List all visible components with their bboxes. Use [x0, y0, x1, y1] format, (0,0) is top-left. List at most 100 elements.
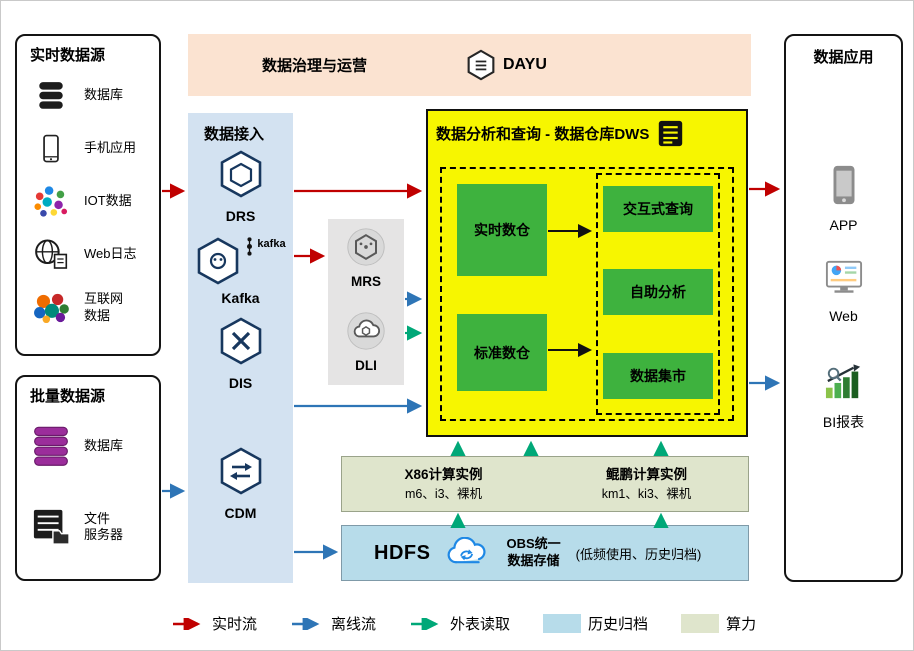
kafka-label: Kafka [221, 290, 260, 306]
realtime-sources-title: 实时数据源 [30, 47, 106, 64]
kafka-logo-text: kafka [257, 238, 286, 250]
legend-label: 外表读取 [450, 616, 511, 633]
hdfs-label: HDFS [374, 541, 431, 564]
file-server-icon [30, 508, 72, 546]
mrs-icon [347, 228, 385, 266]
cdm-label: CDM [224, 505, 257, 521]
dli-item: DLI [328, 311, 404, 373]
app-item: APP [786, 164, 901, 233]
x86-compute-subtitle: m6、i3、裸机 [404, 486, 483, 501]
obs-label-line: 数据存储 [507, 553, 560, 568]
dayu-hexagon-icon [467, 49, 495, 81]
dli-label: DLI [355, 358, 377, 373]
dws-title: 数据分析和查询 - 数据仓库DWS [436, 126, 650, 143]
drs-item: DRS [188, 149, 293, 224]
offline-flow-arrow-icon [292, 617, 320, 630]
legend-label: 历史归档 [588, 616, 649, 633]
obs-label: OBS统一 数据存储 [506, 536, 560, 570]
phone-icon [30, 133, 72, 165]
legend-label: 离线流 [331, 616, 377, 633]
app-label: APP [829, 217, 858, 233]
x86-compute-title: X86计算实例 [404, 467, 483, 483]
data-apps-title: 数据应用 [813, 49, 874, 66]
data-ingest-panel: 数据接入 DRS kafka Kafka DIS CDM [188, 113, 293, 583]
hdfs-obs-bar: HDFS OBS统一 数据存储 (低频使用、历史归档) [341, 525, 749, 581]
legend-item-offline-flow: 离线流 [290, 613, 376, 634]
obs-cloud-icon [448, 537, 486, 564]
data-ingest-title: 数据接入 [204, 126, 265, 143]
compute-swatch [681, 614, 720, 633]
list-item: 文件服务器 [17, 484, 159, 570]
kunpeng-compute-subtitle: km1、ki3、裸机 [601, 486, 692, 501]
source-label: IOT数据 [84, 193, 132, 209]
x86-compute-group: X86计算实例 m6、i3、裸机 [342, 465, 545, 503]
kafka-logo: kafka [244, 236, 286, 257]
web-item: Web [786, 259, 901, 324]
list-item: 手机应用 [17, 122, 159, 175]
dayu-logo: DAYU [466, 49, 547, 81]
obs-note: (低频使用、历史归档) [575, 546, 702, 562]
governance-bar: 数据治理与运营 DAYU [188, 34, 751, 96]
realtime-sources-panel: 实时数据源 数据库 手机应用 IOT数据 Web日志 [15, 34, 161, 356]
legend-item-external-read: 外表读取 [409, 613, 510, 634]
source-label: 文件服务器 [84, 511, 123, 544]
standard-warehouse-module: 标准数仓 [457, 314, 547, 391]
cdm-icon [220, 447, 261, 495]
source-label-line: 数据 [84, 307, 111, 323]
legend: 实时流 离线流 外表读取 历史归档 算力 [171, 613, 756, 634]
list-item: Web日志 [17, 228, 159, 281]
source-label: 互联网数据 [84, 291, 123, 324]
archive-swatch [543, 614, 582, 633]
kunpeng-compute-title: 鲲鹏计算实例 [606, 467, 687, 483]
governance-title: 数据治理与运营 [262, 57, 368, 75]
dws-panel: 数据分析和查询 - 数据仓库DWS 实时数仓 标准数仓 交互式查询 自助分析 数… [426, 109, 748, 437]
drs-label: DRS [225, 208, 256, 224]
mrs-dli-panel: MRS DLI [328, 219, 404, 385]
list-item: 互联网数据 [17, 281, 159, 334]
batch-sources-panel: 批量数据源 数据库 文件服务器 [15, 375, 161, 581]
kunpeng-compute-group: 鲲鹏计算实例 km1、ki3、裸机 [545, 465, 748, 503]
dis-label: DIS [228, 375, 253, 391]
list-item: 数据库 [17, 408, 159, 484]
dws-inner-zone [440, 167, 734, 421]
dws-document-icon [659, 120, 683, 147]
batch-sources-title: 批量数据源 [30, 388, 106, 405]
legend-label: 实时流 [212, 616, 258, 633]
data-apps-panel: 数据应用 APP Web BI报表 [784, 34, 903, 582]
web-label: Web [829, 308, 858, 324]
source-label: Web日志 [84, 246, 137, 262]
bi-label: BI报表 [822, 414, 865, 430]
list-item: IOT数据 [17, 175, 159, 228]
external-read-arrow-icon [411, 617, 439, 630]
list-item: 数据库 [17, 69, 159, 122]
kafka-logo-icon [247, 237, 253, 256]
iot-icon [30, 185, 72, 219]
dis-item: DIS [188, 316, 293, 391]
web-monitor-icon [825, 260, 862, 293]
source-label: 数据库 [84, 437, 124, 453]
legend-item-archive: 历史归档 [543, 613, 648, 634]
database-icon [30, 80, 72, 112]
interactive-query-module: 交互式查询 [603, 186, 713, 232]
app-phone-icon [833, 165, 854, 205]
drs-icon [220, 150, 261, 198]
database-purple-icon [30, 425, 72, 467]
dis-icon [220, 317, 261, 365]
dws-query-zone [596, 173, 720, 415]
mrs-item: MRS [328, 227, 404, 289]
bi-item: BI报表 [786, 363, 901, 432]
obs-label-line: OBS统一 [506, 536, 561, 552]
source-label: 手机应用 [84, 140, 137, 156]
self-service-analysis-module: 自助分析 [603, 269, 713, 315]
dli-icon [347, 312, 385, 350]
legend-item-compute: 算力 [681, 613, 756, 634]
dayu-logo-text: DAYU [503, 56, 547, 73]
source-label-line: 互联网 [84, 291, 124, 307]
realtime-warehouse-module: 实时数仓 [457, 184, 547, 276]
mrs-label: MRS [351, 274, 381, 289]
source-label: 数据库 [84, 87, 124, 103]
legend-label: 算力 [726, 616, 757, 633]
kafka-item: kafka Kafka [188, 236, 293, 306]
legend-item-realtime-flow: 实时流 [171, 613, 257, 634]
